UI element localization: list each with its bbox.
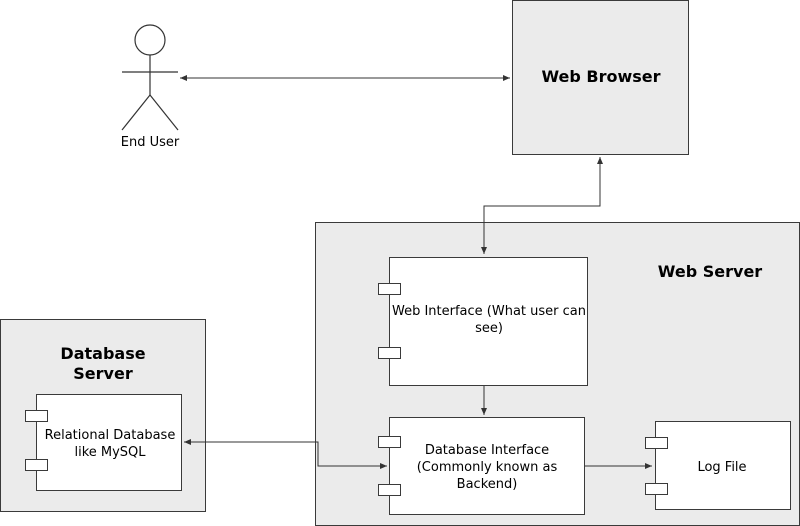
connector-browser-web-interface — [481, 157, 603, 254]
relational-database-label: Relational Database like MySQL — [44, 428, 176, 460]
component-port-icon — [378, 436, 401, 448]
actor-icon[interactable] — [121, 24, 179, 131]
web-browser-node[interactable] — [512, 0, 689, 155]
database-interface-label: Database Interface (Commonly known as Ba… — [416, 442, 558, 492]
component-port-icon — [25, 410, 48, 422]
component-port-icon — [645, 437, 668, 449]
component-port-icon — [378, 283, 401, 295]
actor-label: End User — [120, 134, 180, 150]
log-file-component[interactable] — [645, 421, 791, 510]
database-interface-component[interactable] — [378, 417, 585, 515]
component-port-icon — [378, 347, 401, 359]
web-server-title: Web Server — [657, 262, 763, 281]
component-port-icon — [378, 484, 401, 496]
web-interface-label: Web Interface (What user can see) — [391, 304, 586, 336]
log-file-label: Log File — [697, 459, 747, 475]
component-port-icon — [25, 459, 48, 471]
component-port-icon — [645, 483, 668, 495]
web-interface-component[interactable] — [378, 257, 588, 386]
relational-database-component[interactable] — [25, 394, 182, 491]
database-server-title: Database Server — [60, 344, 146, 383]
web-browser-title: Web Browser — [541, 67, 661, 86]
connector-database-database-interface — [184, 439, 387, 469]
